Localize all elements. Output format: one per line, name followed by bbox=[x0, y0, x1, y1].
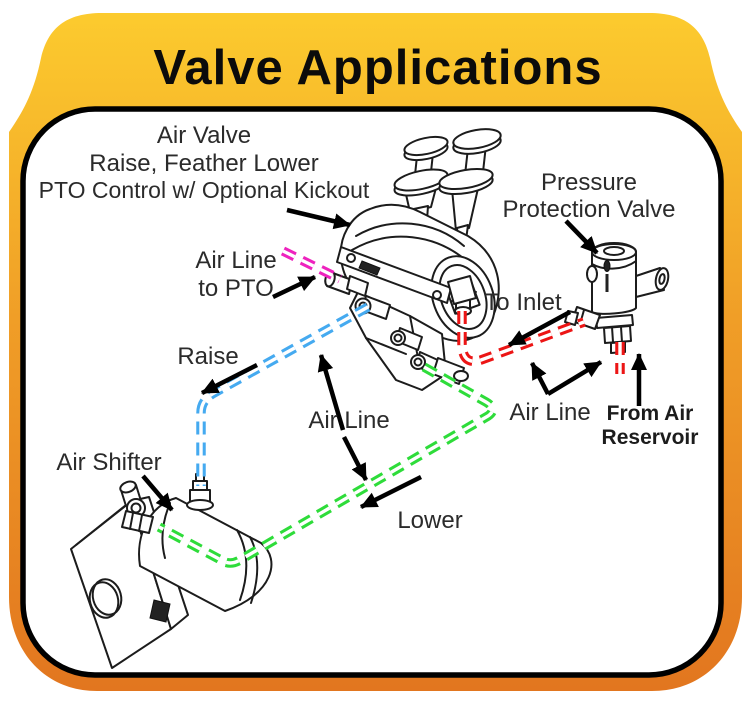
to-inlet-arrow bbox=[507, 310, 572, 347]
air-line-right-right-arrow bbox=[546, 360, 603, 396]
raise-label: Raise bbox=[177, 343, 238, 370]
lower-label: Lower bbox=[397, 507, 462, 534]
air-valve-drawing bbox=[324, 128, 502, 391]
inlet-supply-tube bbox=[457, 311, 586, 366]
spare-port-fitting bbox=[390, 327, 423, 351]
pressure-protection-valve-drawing bbox=[564, 242, 670, 354]
plunger-right-icon bbox=[438, 128, 502, 243]
air-line-to-pto-label-line1: Air Line bbox=[195, 247, 276, 274]
lower-arrow bbox=[359, 474, 423, 510]
air-line-mid-down-arrow bbox=[341, 435, 369, 482]
air-shifter-drawing bbox=[70, 473, 273, 669]
lower-tube bbox=[156, 362, 498, 568]
air-shifter-arrow bbox=[141, 474, 174, 512]
air-line-mid-label: Air Line bbox=[308, 407, 389, 434]
air-line-mid-up-arrow bbox=[317, 354, 346, 431]
air-line-right-label: Air Line bbox=[509, 399, 590, 426]
ppv-label-line2: Protection Valve bbox=[503, 196, 676, 223]
pto-arrow bbox=[272, 274, 316, 300]
ppv-label-line1: Pressure bbox=[541, 169, 637, 196]
ppv-bottom-nut bbox=[603, 325, 632, 344]
air-valve-arrow bbox=[286, 207, 351, 230]
air-valve-label-line2: Raise, Feather Lower bbox=[89, 150, 318, 177]
ppv-arrow bbox=[564, 219, 599, 255]
page-title: Valve Applications bbox=[153, 41, 602, 95]
shifter-cylinder bbox=[138, 497, 273, 612]
from-air-reservoir-label-line2: Reservoir bbox=[602, 426, 699, 449]
shifter-stud-bottom bbox=[149, 599, 171, 623]
air-line-to-pto-label-line2: to PTO bbox=[198, 275, 274, 302]
air-valve-label-line1: Air Valve bbox=[157, 122, 251, 149]
from-air-reservoir-label-line1: From Air bbox=[607, 402, 694, 425]
raise-arrow bbox=[200, 362, 259, 396]
air-valve-label-line3: PTO Control w/ Optional Kickout bbox=[39, 177, 370, 203]
air-line-right-left-arrow bbox=[530, 361, 550, 396]
air-line-to-pto-tube bbox=[280, 246, 343, 284]
air-shifter-label: Air Shifter bbox=[56, 449, 161, 476]
mounting-plate bbox=[336, 246, 452, 304]
shifter-elbow-fitting bbox=[119, 480, 154, 534]
plunger-left-icon bbox=[393, 135, 449, 224]
to-inlet-label: To Inlet bbox=[484, 289, 562, 316]
pto-port-fitting bbox=[324, 270, 369, 297]
